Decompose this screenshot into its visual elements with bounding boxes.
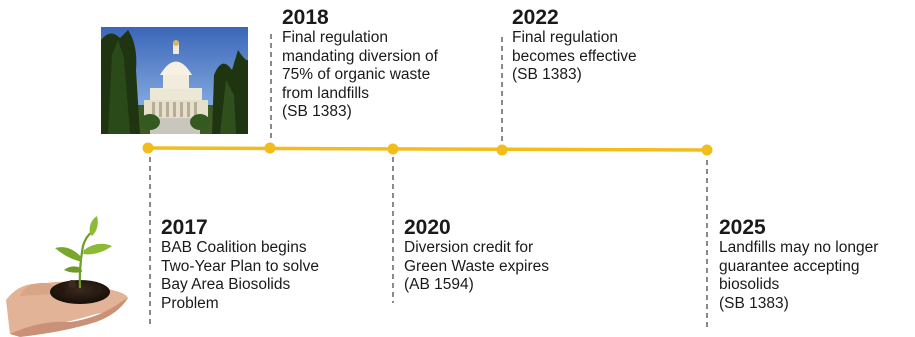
event-description: Diversion credit for Green Waste expires…: [404, 239, 550, 293]
event-description: Final regulation mandating diversion of …: [282, 29, 438, 120]
capitol-building-photo: [101, 27, 248, 134]
event-2022: 2022 Final regulation becomes effective …: [512, 7, 637, 85]
seedling-in-hands-photo: [6, 216, 128, 337]
timeline-marker-2018: [264, 142, 276, 154]
event-2017: 2017 BAB Coalition begins Two-Year Plan …: [161, 217, 319, 313]
timeline-marker-2022: [496, 144, 508, 156]
event-2020: 2020 Diversion credit for Green Waste ex…: [404, 217, 549, 295]
event-2025: 2025 Landfills may no longer guarantee a…: [719, 217, 878, 313]
event-year: 2018: [282, 6, 329, 29]
timeline-marker-2020: [387, 143, 399, 155]
timeline-marker-2025: [701, 144, 713, 156]
timeline-marker-2017: [142, 142, 154, 154]
event-year: 2022: [512, 6, 559, 29]
event-year: 2017: [161, 216, 208, 239]
event-year: 2025: [719, 216, 766, 239]
event-description: BAB Coalition begins Two-Year Plan to so…: [161, 239, 319, 312]
event-description: Landfills may no longer guarantee accept…: [719, 239, 879, 312]
event-year: 2020: [404, 216, 451, 239]
event-2018: 2018 Final regulation mandating diversio…: [282, 7, 438, 122]
event-description: Final regulation becomes effective (SB 1…: [512, 29, 637, 83]
timeline-line: [147, 146, 708, 152]
